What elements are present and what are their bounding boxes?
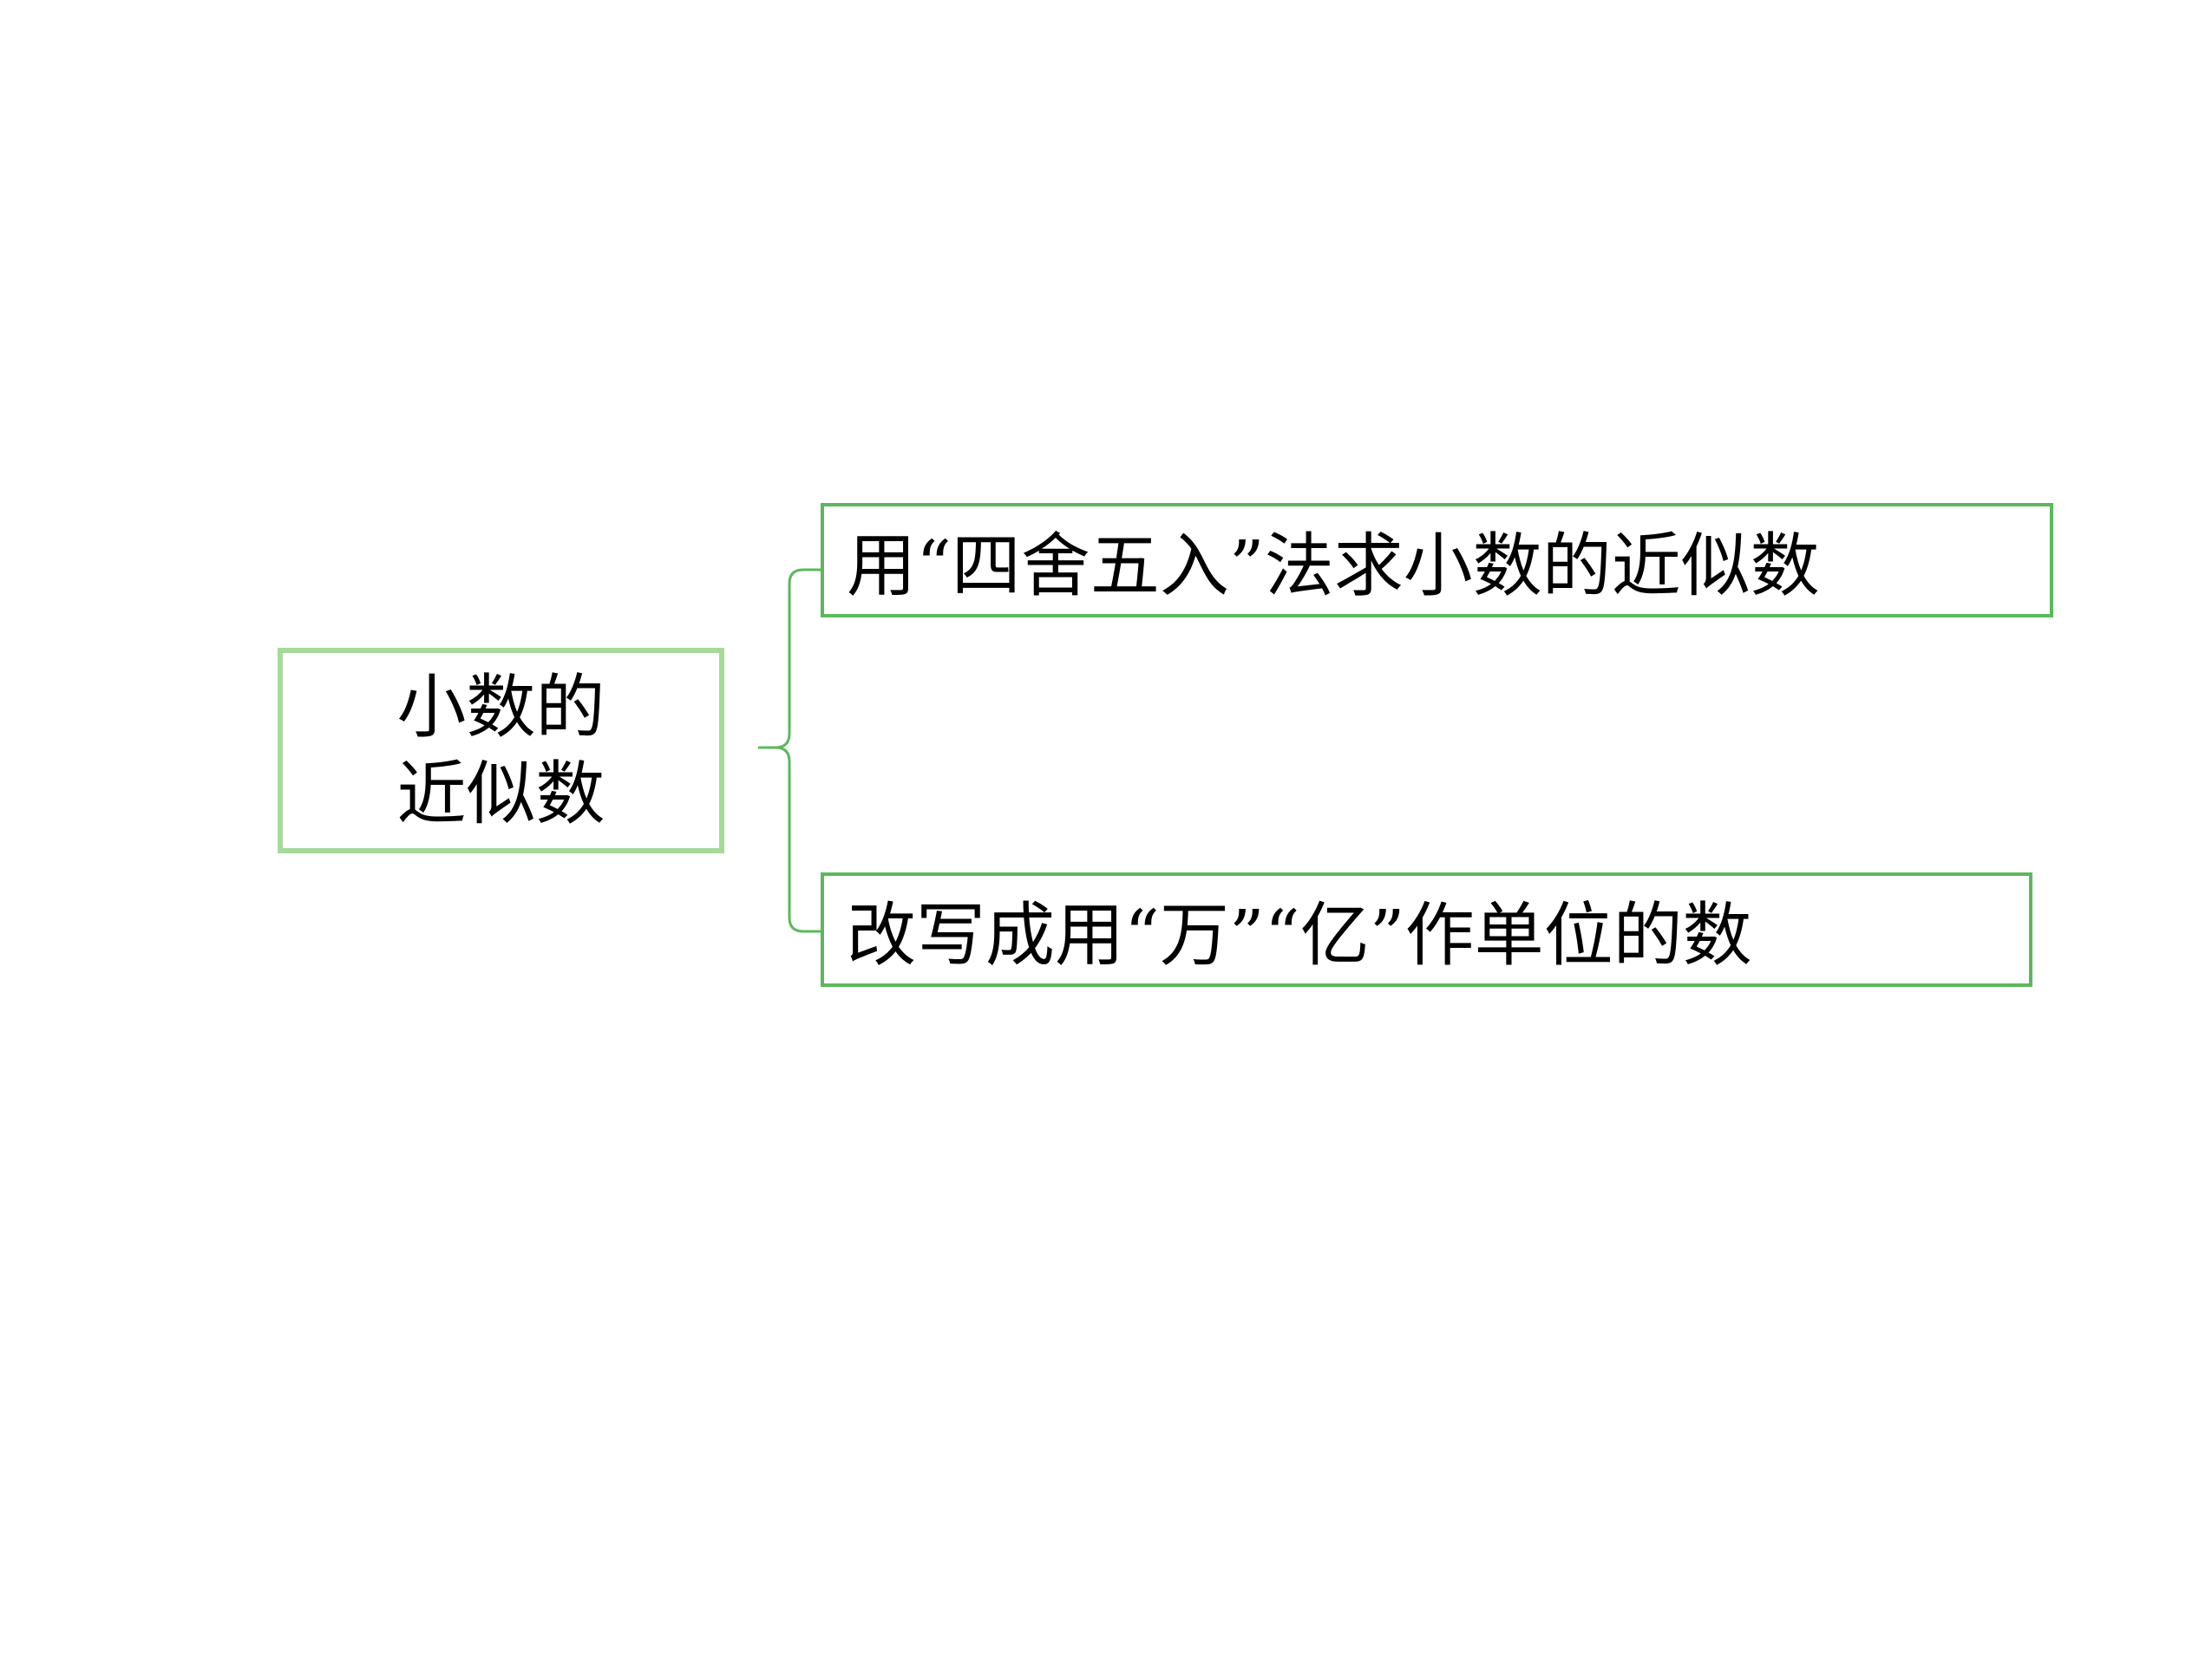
- root-label-line-2: 近似数: [396, 753, 605, 834]
- bracket-connector-path: [758, 568, 821, 933]
- root-label-line-1: 小数的: [396, 666, 605, 748]
- branch-node-rewrite-units: 改写成用“万”“亿”作单位的数: [821, 872, 2032, 987]
- branch-label-rewrite-units: 改写成用“万”“亿”作单位的数: [847, 895, 1752, 976]
- root-node: 小数的 近似数: [278, 648, 724, 853]
- branch-label-rounding: 用“四舍五入”法求小数的近似数: [847, 526, 1820, 606]
- branch-node-rounding: 用“四舍五入”法求小数的近似数: [821, 503, 2053, 617]
